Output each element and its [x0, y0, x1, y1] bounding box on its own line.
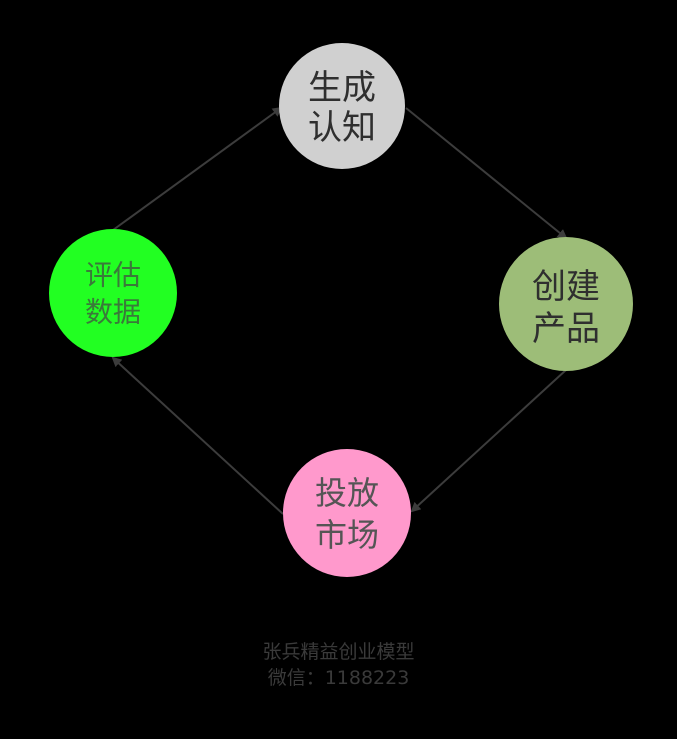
node-launch-market-line-2: 市场 [315, 516, 379, 554]
node-create-product-line-2: 产品 [532, 309, 600, 349]
node-evaluate-data-circle [49, 229, 177, 357]
node-generate-insight-line-2: 认知 [308, 108, 376, 148]
arrow-launch-to-evaluate [111, 356, 284, 515]
node-generate-insight: 生成 认知 [279, 43, 405, 169]
arrow-evaluate-to-generate [112, 106, 283, 231]
cycle-arrows [111, 106, 568, 515]
arrow-create-to-launch [410, 369, 567, 513]
node-create-product-line-1: 创建 [532, 267, 600, 307]
node-evaluate-data-line-2: 数据 [85, 296, 141, 329]
node-generate-insight-line-1: 生成 [308, 68, 376, 108]
node-launch-market: 投放 市场 [283, 449, 411, 577]
node-create-product-circle [499, 237, 633, 371]
node-launch-market-circle [283, 449, 411, 577]
node-generate-insight-circle [279, 43, 405, 169]
node-evaluate-data-line-1: 评估 [85, 259, 141, 292]
footer-wechat-contact: 微信：1188223 [267, 667, 410, 689]
arrow-generate-to-create [405, 107, 568, 240]
node-evaluate-data: 评估 数据 [49, 229, 177, 357]
node-launch-market-line-1: 投放 [315, 474, 379, 512]
node-create-product: 创建 产品 [499, 237, 633, 371]
footer-model-title: 张兵精益创业模型 [262, 641, 415, 663]
